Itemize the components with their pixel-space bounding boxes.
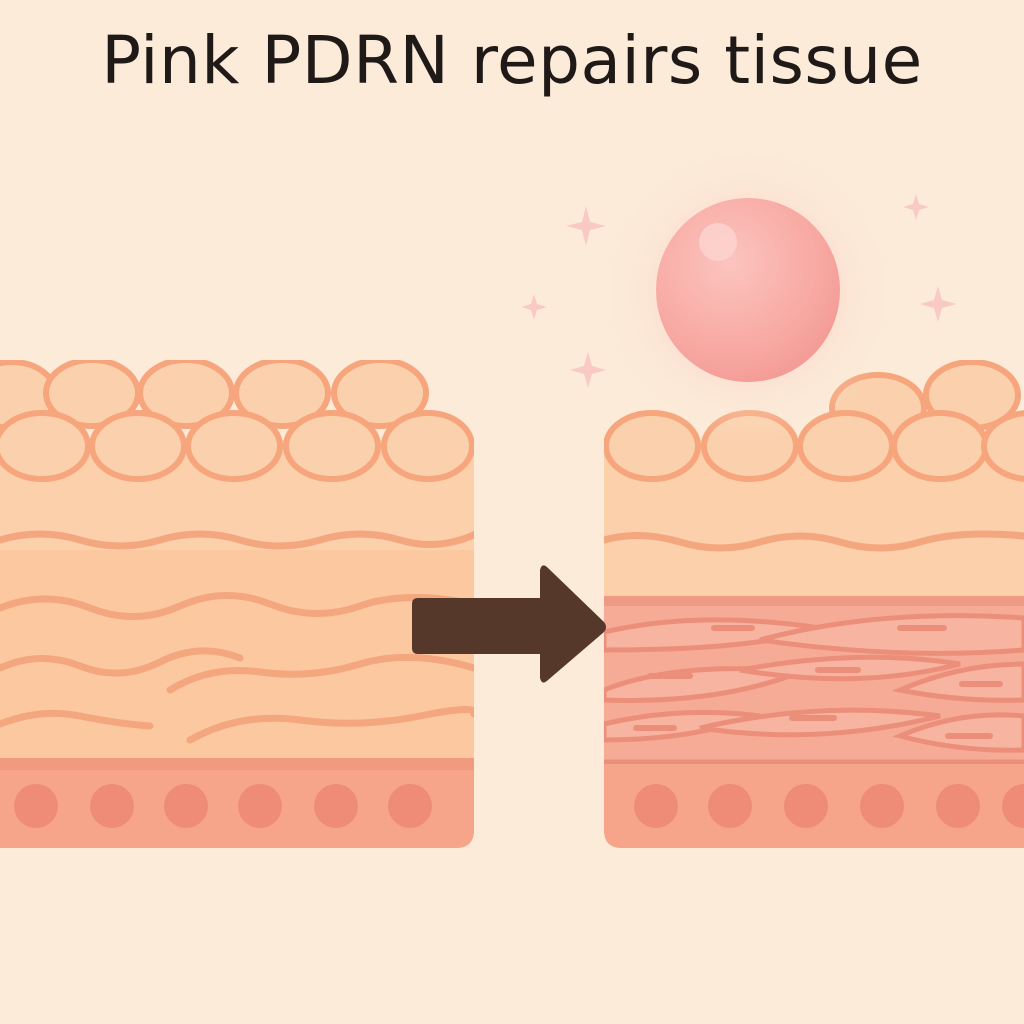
smooth-fiber xyxy=(604,530,1024,552)
sparkle-icon xyxy=(570,352,606,388)
pdrn-sphere-icon xyxy=(656,198,840,382)
sparkle-icon xyxy=(903,194,929,220)
repaired-tissue-panel xyxy=(604,360,1024,848)
back-cell-row xyxy=(0,360,429,431)
organized-collagen-layer xyxy=(604,596,1024,765)
disorganized-fibers xyxy=(0,528,474,744)
sparkle-icon xyxy=(566,206,606,246)
page-title: Pink PDRN repairs tissue xyxy=(101,22,923,99)
sparkle-icons xyxy=(521,194,956,388)
sparkle-icon xyxy=(521,294,547,320)
damaged-tissue-panel xyxy=(0,360,474,848)
front-cell-row xyxy=(0,410,474,482)
sparkle-icon xyxy=(920,286,956,322)
right-arrow-icon xyxy=(412,565,606,683)
basal-cells xyxy=(634,784,1024,828)
basal-cells xyxy=(14,784,432,828)
